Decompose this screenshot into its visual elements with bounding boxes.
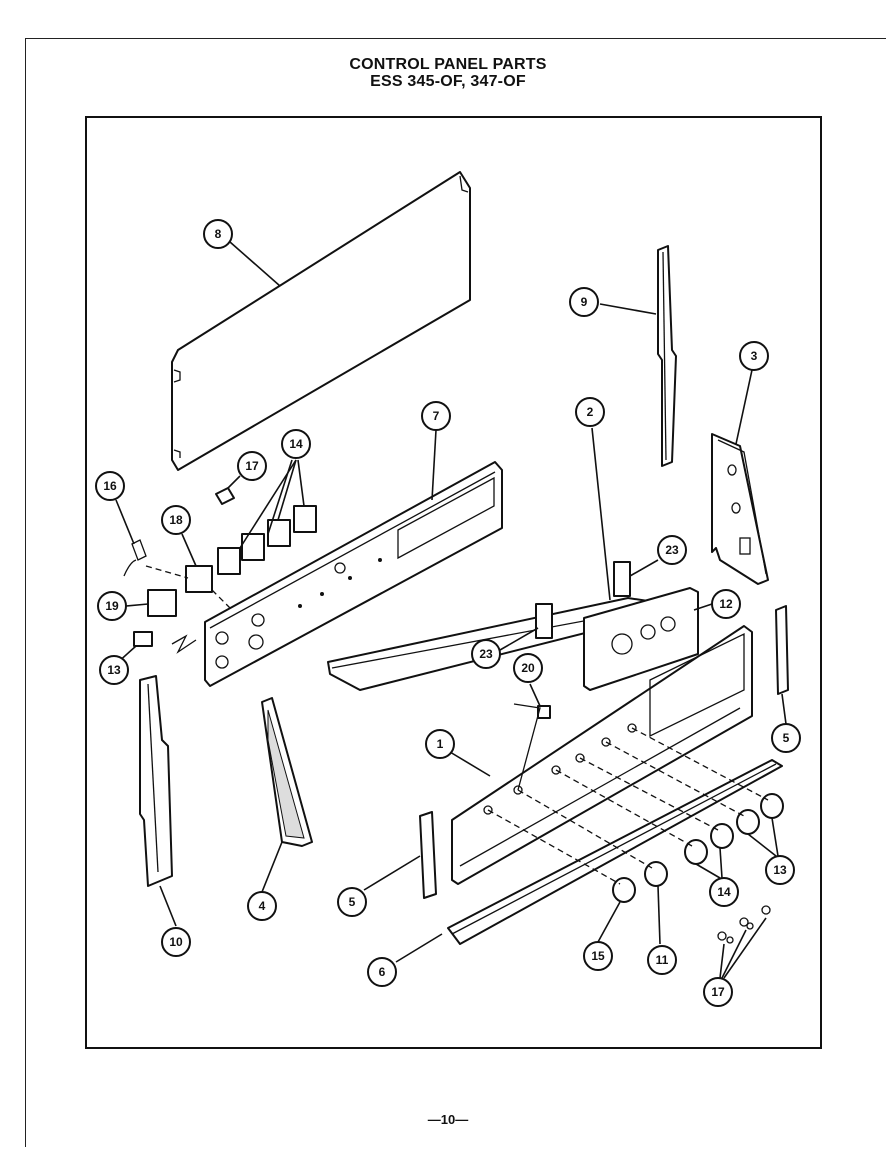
callout-5-right: 5 (771, 723, 801, 753)
part-20-block (185, 565, 213, 593)
part-23-clip-upper (613, 561, 631, 597)
callout-5-right-label: 5 (783, 731, 790, 745)
page-title: CONTROL PANEL PARTS (349, 56, 547, 73)
callout-16-label: 15 (591, 949, 605, 963)
part-14-plug (133, 631, 197, 654)
callout-6: 6 (367, 957, 397, 987)
callout-11-label: 11 (656, 953, 669, 967)
knobs (612, 793, 784, 903)
callout-8: 8 (203, 219, 233, 249)
callout-22: 20 (513, 653, 543, 683)
callout-2-label: 2 (587, 405, 594, 419)
page-number: —10— (427, 1112, 469, 1127)
callout-21-label: 19 (105, 599, 119, 613)
callout-15: 14 (281, 429, 311, 459)
callout-9: 9 (569, 287, 599, 317)
callout-11: 11 (647, 945, 677, 975)
callout-1-label: 1 (437, 737, 444, 751)
part-23-clip-lower (535, 603, 553, 639)
callout-5-left-label: 5 (349, 895, 356, 909)
part-21-block (147, 589, 177, 617)
model-subtitle: ESS 345-OF, 347-OF (370, 73, 526, 90)
part-3-side-bracket (711, 433, 769, 585)
diagram-frame (85, 116, 822, 1049)
callout-16: 15 (583, 941, 613, 971)
callout-4-label: 4 (259, 899, 266, 913)
part-10-bracket (139, 675, 173, 887)
callout-13-left-label: 14 (717, 885, 731, 899)
part-18-screw (215, 487, 235, 505)
callout-10-label: 10 (169, 935, 183, 949)
callout-20-label: 18 (169, 513, 183, 527)
callout-3-label: 3 (751, 349, 758, 363)
part-9-bracket (657, 245, 677, 467)
callout-2: 2 (575, 397, 605, 427)
callout-14: 13 (99, 655, 129, 685)
callout-7: 7 (421, 401, 451, 431)
callout-10: 10 (161, 927, 191, 957)
callout-15-label: 14 (289, 437, 303, 451)
part-12-clock (583, 587, 699, 691)
callout-13-right: 13 (765, 855, 795, 885)
part-5-trim-left (419, 811, 437, 899)
part-6-lower-trim (447, 759, 783, 945)
callout-13-left: 14 (709, 877, 739, 907)
callout-23-upper-label: 23 (665, 543, 679, 557)
part-22-nut (537, 705, 551, 719)
part-8-back-panel (171, 171, 471, 471)
callout-12: 12 (711, 589, 741, 619)
part-4-filter (261, 697, 313, 847)
callout-14-label: 13 (107, 663, 121, 677)
callout-21: 19 (97, 591, 127, 621)
callout-18-label: 17 (245, 459, 259, 473)
callout-7-label: 7 (433, 409, 440, 423)
callout-23-lower: 23 (471, 639, 501, 669)
callout-8-label: 8 (215, 227, 222, 241)
callout-23-lower-label: 23 (479, 647, 493, 661)
callout-17: 16 (95, 471, 125, 501)
callout-6-label: 6 (379, 965, 386, 979)
callout-1: 1 (425, 729, 455, 759)
callout-22-label: 20 (521, 661, 535, 675)
callout-18: 17 (237, 451, 267, 481)
alignment-lines (145, 565, 769, 885)
part-7-panel-bracket (204, 461, 503, 687)
callout-19: 17 (703, 977, 733, 1007)
callout-17-label: 16 (103, 479, 117, 493)
callout-5-left: 5 (337, 887, 367, 917)
callout-13-right-label: 13 (773, 863, 787, 877)
part-17-wire-clip (123, 539, 147, 577)
callout-23-upper: 23 (657, 535, 687, 565)
callout-4: 4 (247, 891, 277, 921)
part-15-switches (217, 505, 317, 575)
callout-20: 18 (161, 505, 191, 535)
callout-19-label: 17 (711, 985, 725, 999)
part-1-control-panel (451, 625, 753, 885)
callout-9-label: 9 (581, 295, 588, 309)
part-19-inserts (717, 905, 771, 944)
leader-lines (115, 241, 787, 979)
callout-12-label: 12 (719, 597, 733, 611)
callout-3: 3 (739, 341, 769, 371)
part-5-trim-right (775, 605, 789, 695)
